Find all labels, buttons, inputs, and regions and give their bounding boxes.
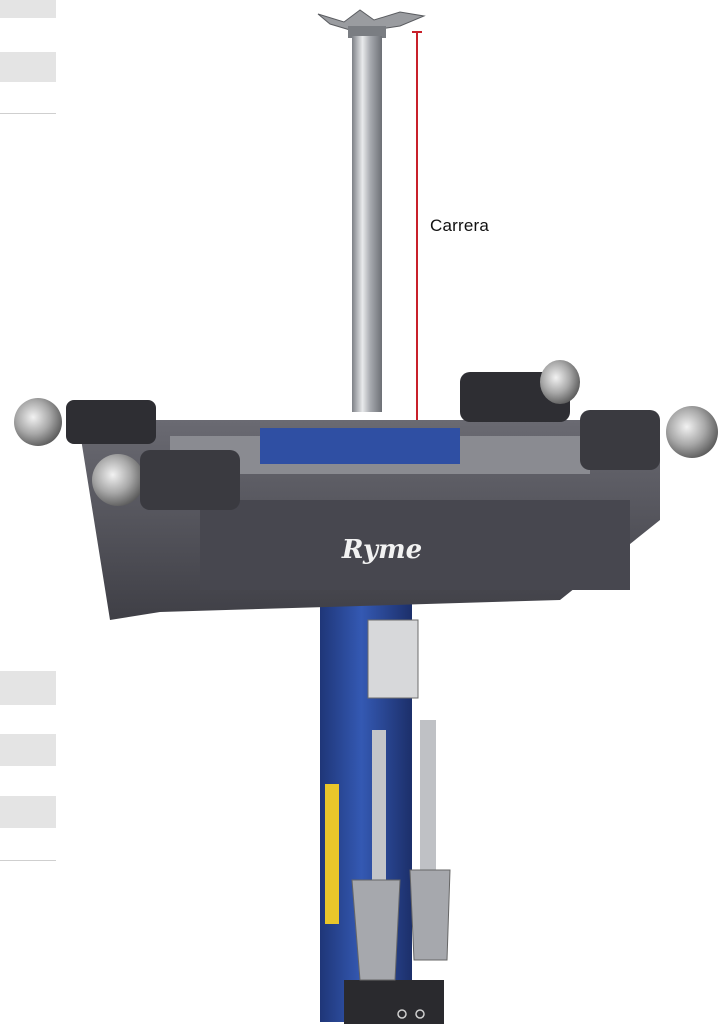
brand-logo: Ryme [341, 535, 422, 565]
pump-lever-assembly [351, 720, 451, 981]
roller-wheels [14, 360, 718, 510]
table-cell [0, 734, 56, 766]
left-table-fragment [0, 0, 56, 1031]
stroke-dimension-marker [407, 31, 427, 423]
warning-sticker [325, 784, 339, 924]
piston-rod [352, 36, 382, 412]
stroke-label: Carrera [430, 216, 490, 235]
table-rule [0, 860, 56, 861]
release-valve [367, 619, 419, 699]
base-block [344, 980, 444, 1024]
saddle-plate [317, 9, 426, 38]
table-cell [0, 796, 56, 828]
table-cell [0, 52, 56, 82]
table-cell [0, 0, 56, 18]
table-cell [0, 671, 56, 705]
table-rule [0, 113, 56, 114]
